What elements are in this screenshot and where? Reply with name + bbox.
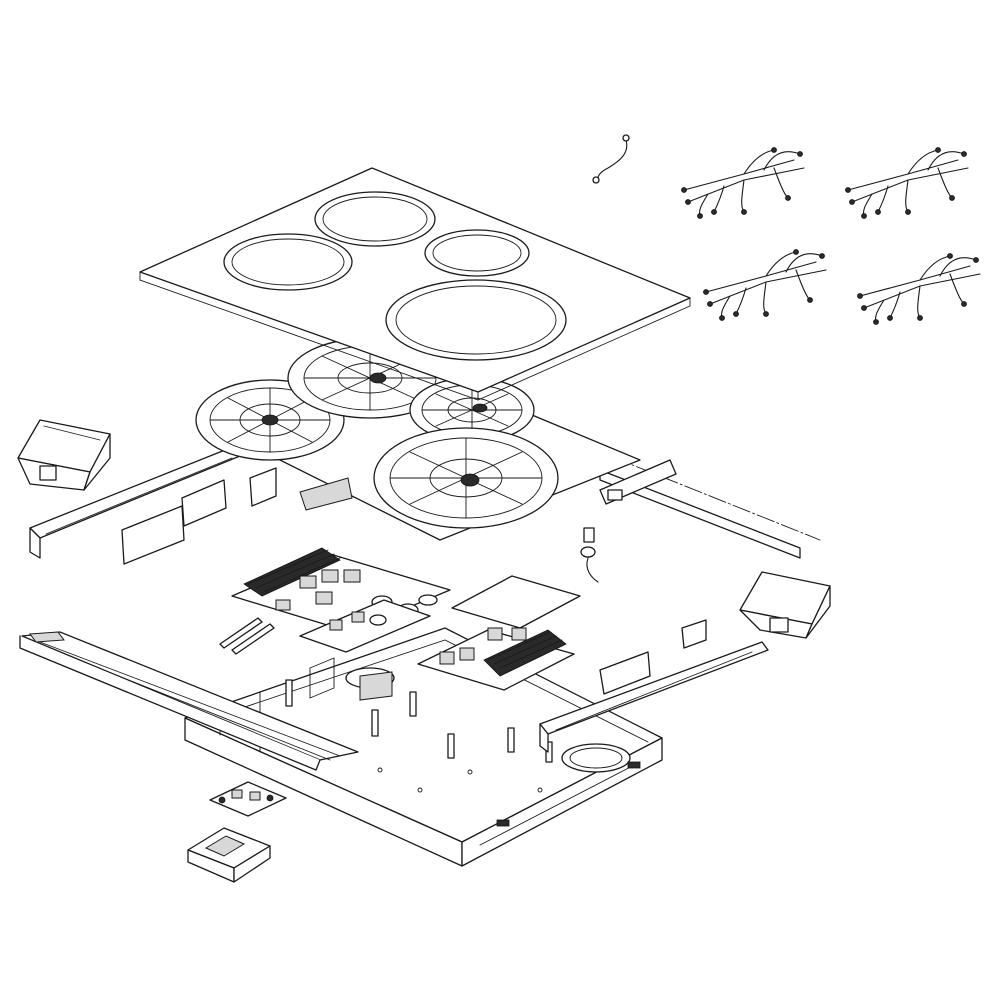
burner-element-right-rear — [424, 229, 530, 277]
control-board — [209, 781, 287, 817]
bracket-box-left — [17, 419, 111, 491]
side-rail-left — [29, 447, 277, 565]
spacers — [219, 617, 275, 655]
thermistor — [580, 527, 599, 583]
insulation-plate — [451, 575, 581, 629]
base-chassis — [184, 627, 663, 867]
bracket-box-right — [739, 571, 831, 639]
side-rail-front-left — [19, 631, 359, 771]
wire-harness-4 — [857, 253, 981, 325]
power-board-right — [417, 627, 575, 691]
control-cover — [187, 827, 271, 883]
sensor-wire — [592, 134, 630, 184]
wire-harness-2 — [845, 147, 969, 219]
side-rail-right — [539, 619, 769, 753]
burner-element-left-rear — [223, 233, 353, 291]
burner-element-right-front — [385, 279, 567, 361]
glass-cooktop — [139, 167, 691, 401]
burner-element-center-rear — [314, 191, 436, 247]
wire-harness-1 — [681, 147, 805, 219]
wire-harness-3 — [703, 249, 827, 321]
filter-board — [299, 599, 431, 653]
